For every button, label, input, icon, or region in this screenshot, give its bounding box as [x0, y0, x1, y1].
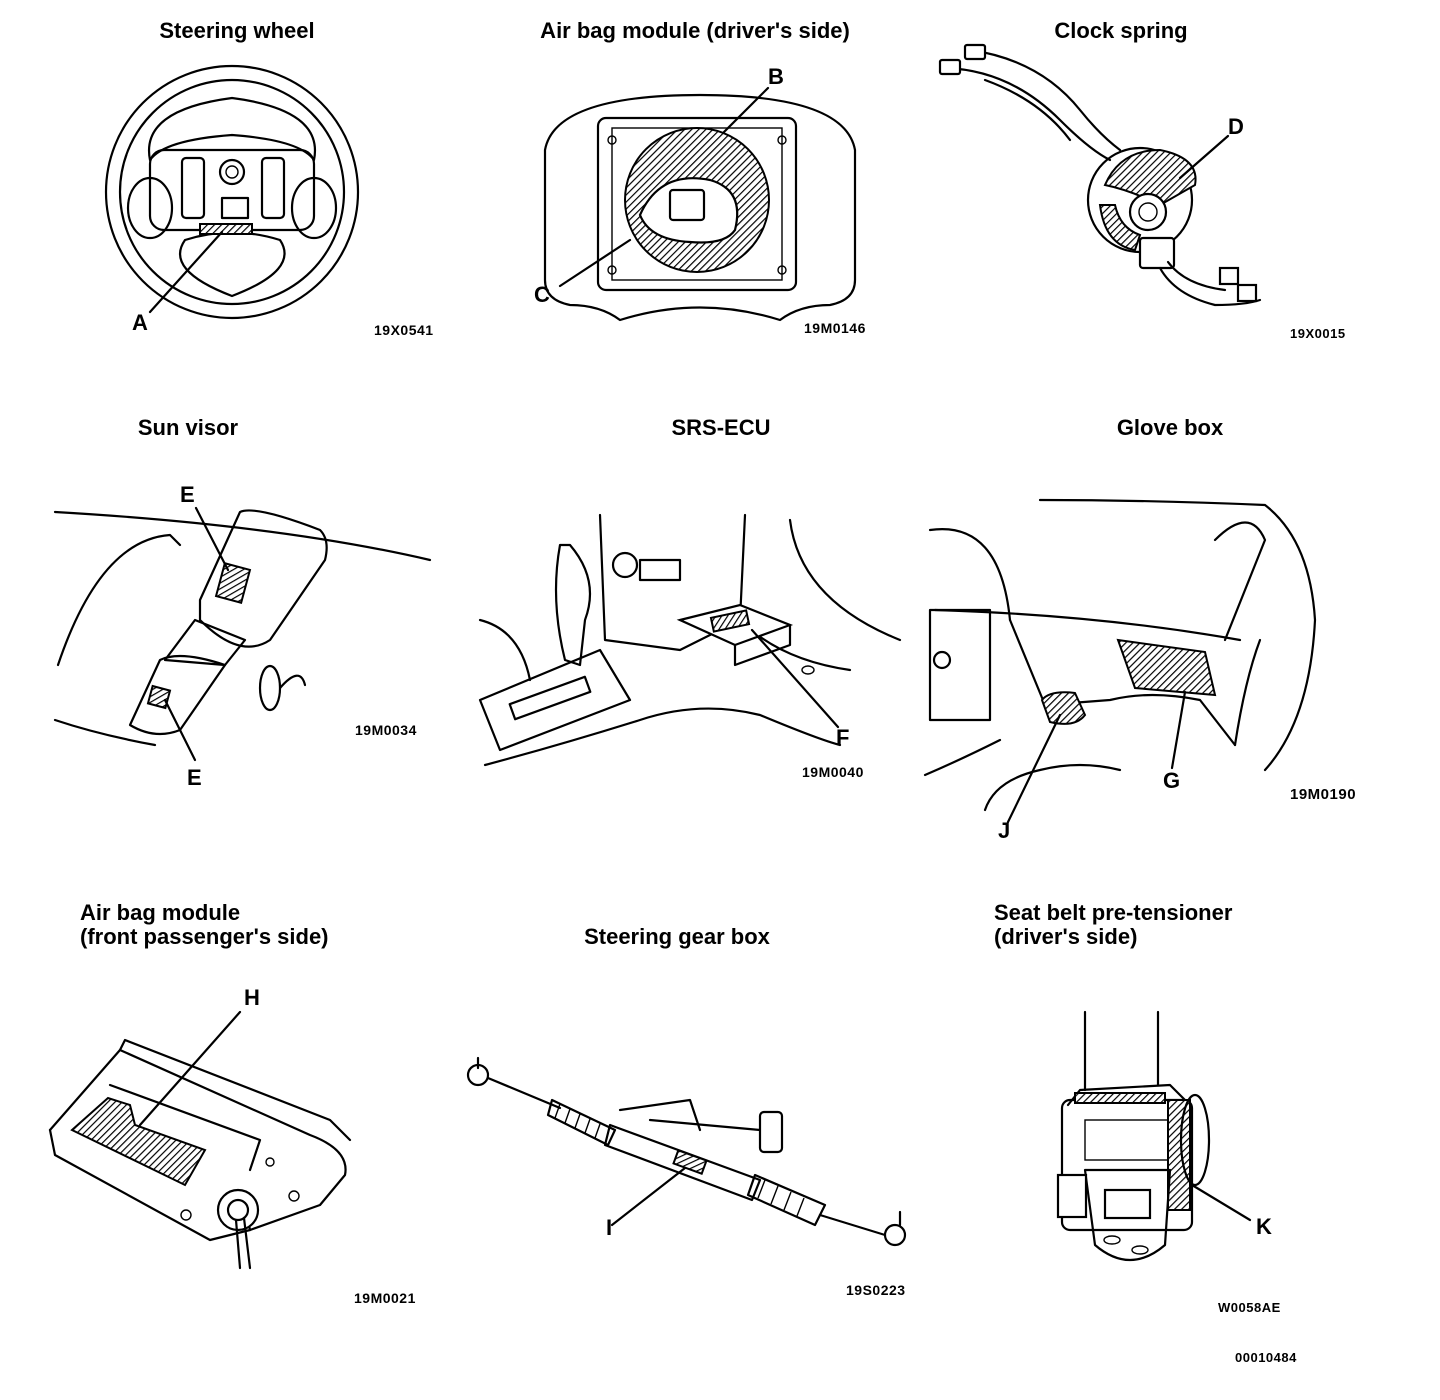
callout-g: G — [1163, 768, 1181, 793]
figure-code: 19X0541 — [374, 322, 434, 338]
figure-code: 19M0034 — [355, 722, 417, 738]
boot-right — [746, 1173, 827, 1227]
figure-code: 19M0190 — [1290, 786, 1357, 803]
seat-belt-pretensioner-drawing — [1056, 1010, 1252, 1262]
clock-spring-drawing — [938, 43, 1262, 307]
srs-ecu-drawing — [478, 513, 902, 767]
panel-title-line-2: (front passenger's side) — [80, 924, 329, 949]
passenger-airbag-module-drawing — [48, 1010, 352, 1270]
panel-title-line-1: Air bag module — [80, 900, 241, 925]
panel-title: Glove box — [1116, 415, 1224, 440]
figure-code: 19M0021 — [354, 1290, 416, 1306]
panel-title: Air bag module (driver's side) — [540, 18, 850, 43]
driver-airbag-module-drawing — [543, 86, 857, 322]
panel-title: SRS-ECU — [671, 415, 771, 440]
callout-f: F — [836, 725, 850, 750]
callout-a: A — [132, 310, 148, 335]
callout-i: I — [606, 1215, 613, 1240]
panel-title: Sun visor — [137, 415, 239, 440]
sun-visor-drawing — [53, 506, 432, 762]
panel-title-line-2: (driver's side) — [994, 924, 1138, 949]
callout-d: D — [1228, 114, 1244, 139]
figure-code: W0058AE — [1218, 1300, 1281, 1315]
callout-e-lower: E — [187, 765, 202, 790]
callout-c: C — [534, 282, 550, 307]
panel-title-line-1: Seat belt pre-tensioner — [994, 900, 1233, 925]
overall-figure-code: 00010484 — [1235, 1350, 1297, 1365]
glove-box-drawing — [923, 498, 1317, 824]
figure-code: 19M0146 — [804, 320, 866, 336]
figure-code: 19X0015 — [1290, 326, 1346, 341]
panel-title: Steering gear box — [584, 924, 770, 949]
callout-b: B — [768, 64, 784, 89]
panel-title: Clock spring — [1054, 18, 1188, 43]
panel-title: Steering wheel — [159, 18, 315, 43]
callout-k: K — [1256, 1214, 1272, 1239]
steering-wheel-drawing — [104, 64, 360, 320]
figure-code: 19M0040 — [802, 764, 864, 780]
callout-h: H — [244, 985, 260, 1010]
figure-code: 19S0223 — [846, 1282, 906, 1298]
callout-e-upper: E — [180, 482, 195, 507]
steering-gear-box-drawing — [466, 1056, 907, 1247]
callout-j: J — [998, 818, 1011, 843]
